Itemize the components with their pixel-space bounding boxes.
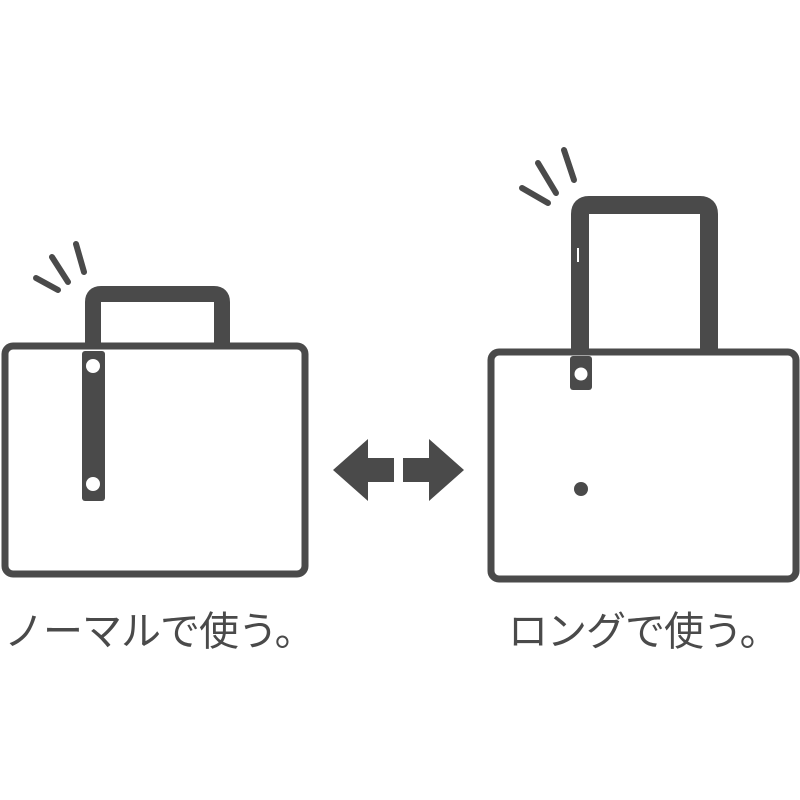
strap-tab bbox=[82, 351, 105, 501]
snap-button-top bbox=[86, 359, 100, 373]
short-handle bbox=[85, 286, 230, 346]
motion-lines-right bbox=[519, 147, 577, 206]
snap-button-bottom bbox=[86, 477, 100, 491]
caption-normal-use: ノーマルで使う。 bbox=[4, 609, 315, 655]
bag-body-right bbox=[487, 348, 800, 583]
tote-bag-long-handle-icon bbox=[487, 147, 800, 583]
bag-body-left bbox=[1, 342, 309, 578]
snap-dot bbox=[574, 482, 588, 496]
arrow-right bbox=[403, 439, 464, 501]
arrow-left bbox=[333, 439, 394, 501]
motion-lines-left bbox=[33, 241, 87, 293]
long-handle bbox=[571, 196, 718, 352]
tote-bag-short-handle-icon bbox=[1, 241, 309, 578]
caption-long-use: ロングで使う。 bbox=[508, 609, 780, 655]
snap-button-top-right bbox=[574, 367, 588, 381]
double-arrow-icon bbox=[333, 439, 464, 501]
